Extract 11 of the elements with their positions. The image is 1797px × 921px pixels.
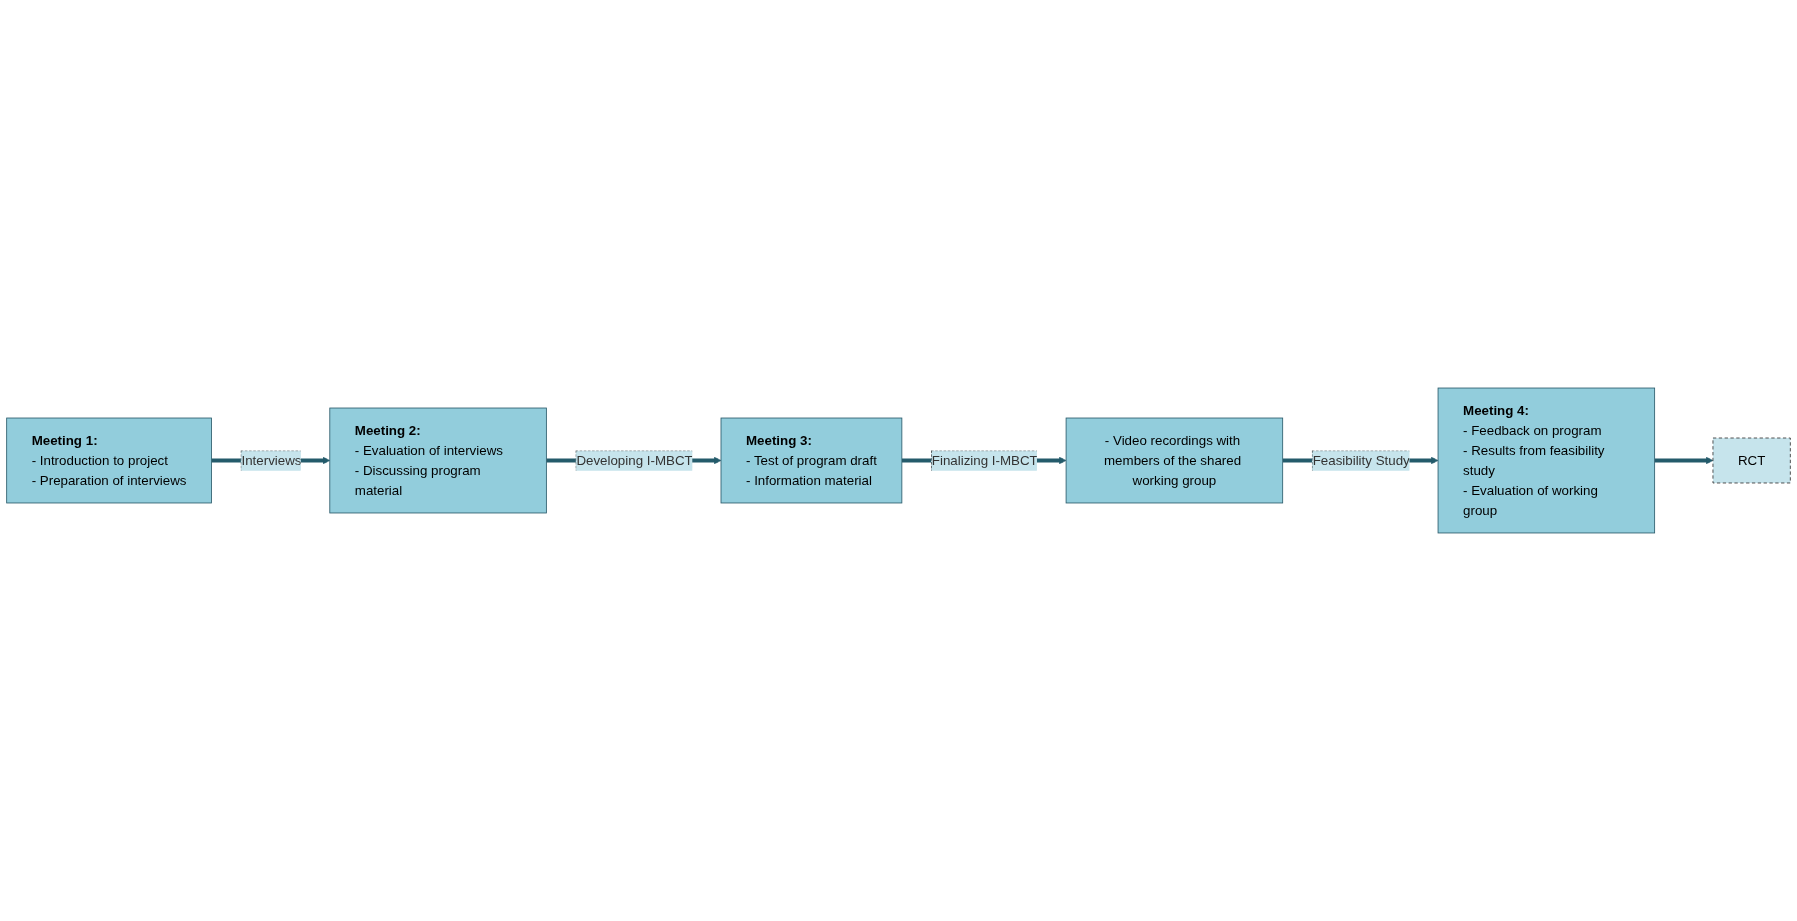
- node-box: Meeting 3: - Test of program draft - Information material: [720, 417, 903, 504]
- node-box: Meeting 4: - Feedback on program - Results from feasibility study - Evaluation of working group: [1437, 387, 1656, 534]
- arrow: [1654, 456, 1714, 465]
- edge-label: Feasibility Study: [1312, 453, 1410, 468]
- node-box: - Video recordings with members of the shared working group: [1065, 417, 1284, 504]
- edge-label: Developing I-MBCT: [576, 453, 693, 468]
- node-box: RCT: [1712, 437, 1791, 484]
- edge-label: Finalizing I-MBCT: [931, 453, 1038, 468]
- node-box: Meeting 1: - Introduction to project - Preparation of interviews: [6, 417, 212, 504]
- node-box: Meeting 2: - Evaluation of interviews - Discussing program material: [329, 407, 547, 514]
- edge-label: Interviews: [241, 453, 302, 468]
